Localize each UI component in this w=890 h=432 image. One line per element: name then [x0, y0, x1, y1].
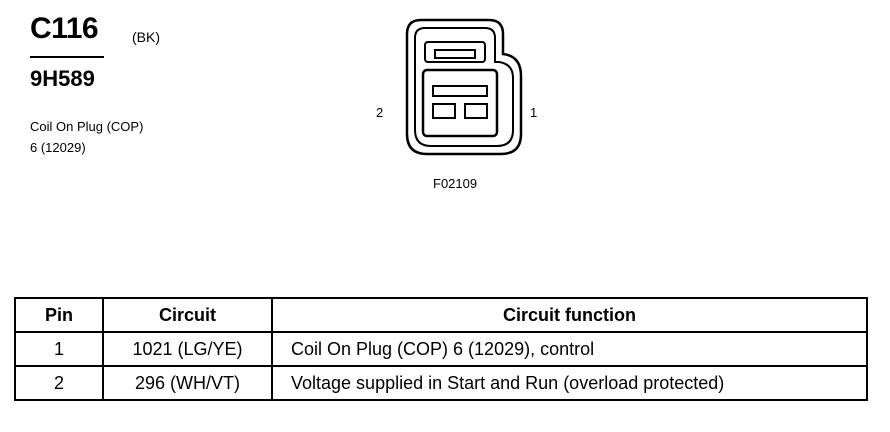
terminal-cavity-body — [421, 68, 499, 138]
pinout-table: Pin Circuit Circuit function 1 1021 (LG/… — [14, 297, 868, 401]
pin-label-2: 2 — [376, 105, 384, 120]
table-row: 1 1021 (LG/YE) Coil On Plug (COP) 6 (120… — [14, 331, 868, 367]
connector-id: C116 — [30, 12, 99, 45]
connector-description-sub: 6 (12029) — [30, 140, 86, 155]
circuit-function-cell: Coil On Plug (COP) 6 (12029), control — [271, 331, 868, 367]
circuit-cell: 1021 (LG/YE) — [102, 331, 273, 367]
circuit-cell: 296 (WH/VT) — [102, 365, 273, 401]
table-header-row: Pin Circuit Circuit function — [14, 297, 868, 333]
pin-cell: 2 — [14, 365, 104, 401]
connector-description: Coil On Plug (COP) — [30, 119, 144, 134]
table-row: 2 296 (WH/VT) Voltage supplied in Start … — [14, 365, 868, 401]
connector-housing-outer — [405, 18, 523, 156]
connector-color: (BK) — [132, 29, 160, 45]
part-number: 9H589 — [30, 66, 95, 91]
connector-latch-outer — [424, 41, 486, 63]
circuit-function-cell: Voltage supplied in Start and Run (overl… — [271, 365, 868, 401]
connector-housing-inner — [414, 27, 514, 147]
column-header-circuit: Circuit — [102, 297, 273, 333]
pin-label-1: 1 — [530, 105, 538, 120]
terminal-cavity-pin1 — [464, 103, 488, 119]
column-header-circuit-function: Circuit function — [271, 297, 868, 333]
connector-face-diagram — [405, 18, 523, 156]
pin-cell: 1 — [14, 331, 104, 367]
terminal-cavity-pin2 — [432, 103, 456, 119]
figure-code: F02109 — [433, 176, 478, 191]
terminal-cavity-top-slot — [432, 85, 488, 97]
connector-latch-inner — [434, 49, 476, 59]
header-divider — [30, 56, 104, 58]
column-header-pin: Pin — [14, 297, 104, 333]
